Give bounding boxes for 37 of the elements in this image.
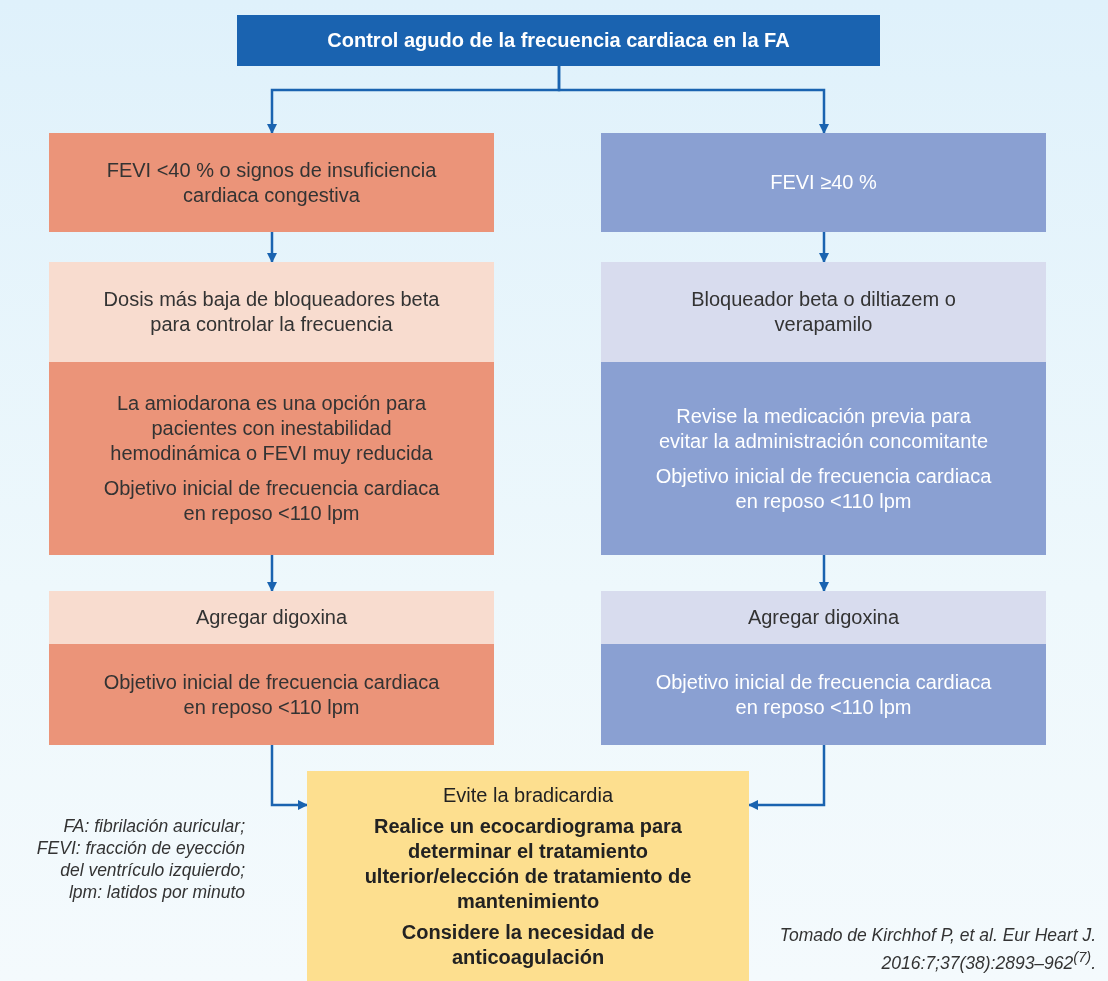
node-text: Dosis más baja de bloqueadores beta para controlar la frecuencia: [102, 287, 441, 337]
node-text: Control agudo de la frecuencia cardiaca en la FA: [327, 28, 790, 53]
treatment-box: [49, 591, 494, 644]
node-text: Objetivo inicial de frecuencia cardiaca en reposo <110 lpm: [654, 669, 993, 720]
node-text: Agregar digoxina: [747, 605, 900, 630]
recommendation-box: [307, 771, 749, 981]
node-text: La amiodarona es una opción para pacientes con inestabilidad hemodinámica o FEVI muy reducida: [109, 391, 434, 466]
node-text: Bloqueador beta o diltiazem o verapamilo: [690, 287, 957, 337]
arrow: [819, 555, 829, 592]
node-text: FEVI <40 % o signos de insuficiencia cardiaca congestiva: [105, 157, 438, 208]
node-text: Objetivo inicial de frecuencia cardiaca en reposo <110 lpm: [654, 463, 993, 514]
node-text: Revise la medicación previa para evitar la administración concomitante: [657, 403, 989, 454]
note-box: [601, 362, 1046, 555]
footnote: FA: fibrilación auricular; FEVI: fracción de eyección del ventrículo izquierdo; lpm: latidos por minuto: [35, 815, 245, 903]
treatment-box: [49, 262, 494, 362]
arrow: [267, 232, 277, 263]
note-box: [601, 644, 1046, 745]
node-text: Objetivo inicial de frecuencia cardiaca en reposo <110 lpm: [102, 669, 441, 720]
node-text: Agregar digoxina: [195, 605, 348, 630]
source-note: Tomado de Kirchhof P, et al. Eur Heart J. 2016:7;37(38):2893–962$^{(7)}$.: [778, 924, 1096, 974]
node-text: Objetivo inicial de frecuencia cardiaca en reposo <110 lpm: [102, 476, 441, 526]
arrow: [819, 232, 829, 263]
arrow: [267, 555, 277, 592]
condition-box: [49, 133, 494, 232]
node-text: FEVI ≥40 %: [770, 170, 877, 195]
condition-box: [601, 133, 1046, 232]
treatment-box: [601, 591, 1046, 644]
arrow: [270, 745, 308, 810]
node-text: Realice un ecocardiograma para determinar el tratamiento ulterior/elección de tratamiento de mantenimiento: [363, 813, 693, 914]
node-text: Evite la bradicardia: [442, 782, 614, 808]
treatment-box: [601, 262, 1046, 362]
node-text: Considere la necesidad de anticoagulación: [400, 919, 656, 970]
title-box: [237, 15, 880, 66]
arrow: [748, 745, 826, 810]
note-box: [49, 644, 494, 745]
note-box: [49, 362, 494, 555]
arrow: [557, 66, 829, 134]
